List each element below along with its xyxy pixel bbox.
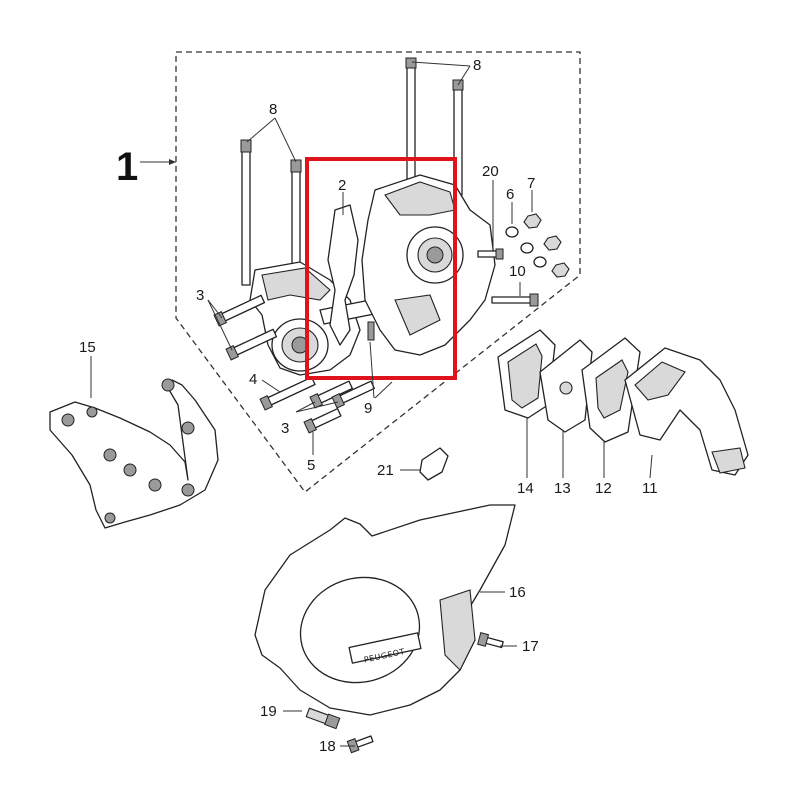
callout-3-upper: 3 [196,287,204,304]
callout-10: 10 [509,263,526,280]
callout-labels: 8 8 2 3 3 4 5 6 7 9 10 11 12 13 14 15 16… [79,57,658,755]
leader-lines [90,61,653,747]
stud-right-1 [406,61,416,183]
assembly-boundary [175,51,581,493]
bolt-set [213,294,375,434]
flywheel-cover: PEUGEOT [254,504,516,716]
callout-4: 4 [249,371,257,388]
callout-18: 18 [319,738,336,755]
callout-14: 14 [517,480,534,497]
callout-16: 16 [509,584,526,601]
callout-15: 15 [79,339,96,356]
clip-21 [419,447,449,481]
engine-mount-bracket [49,378,219,529]
callout-11: 11 [642,480,658,497]
callout-8-left: 8 [269,101,277,118]
callout-12: 12 [595,480,612,497]
crankcase-right-half [327,57,496,356]
callout-17: 17 [522,638,539,655]
assembly-arrow [169,159,176,165]
callout-19: 19 [260,703,277,720]
callout-8-right: 8 [473,57,481,74]
callout-5: 5 [307,457,315,474]
intake-gaskets [497,329,749,476]
nuts-washers [477,213,570,307]
callout-2: 2 [338,177,346,194]
dowel-pin [367,321,375,341]
callout-7: 7 [527,175,535,192]
callout-20: 20 [482,163,499,180]
callout-21: 21 [377,462,394,479]
cover-screws [305,632,504,754]
callout-3-lower: 3 [281,420,289,437]
callout-9: 9 [364,400,372,417]
highlight-box [305,157,457,380]
callout-13: 13 [554,480,571,497]
stud-left-1 [241,144,251,286]
callout-6: 6 [506,186,514,203]
assembly-number-label: 1 [116,145,138,189]
brand-plate [348,632,422,664]
